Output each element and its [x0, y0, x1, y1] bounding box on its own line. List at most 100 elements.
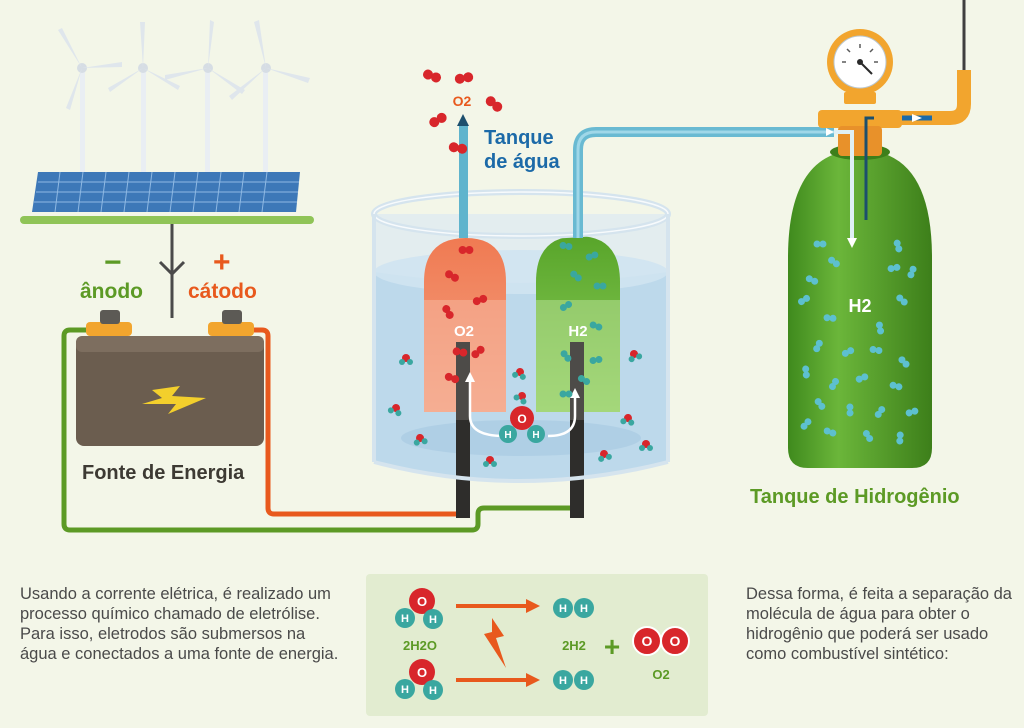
small-molecule-icon [823, 314, 837, 322]
left-description: Usando a corrente elétrica, é realizado … [20, 585, 339, 663]
small-molecule-icon [452, 347, 468, 357]
small-molecule-icon [869, 345, 883, 355]
energy-source-label: Fonte de Energia [82, 462, 245, 484]
small-molecule-icon [448, 142, 468, 154]
small-molecule-icon [577, 375, 591, 385]
panel-cable [158, 224, 186, 318]
small-molecule-icon [585, 251, 599, 261]
small-water-molecule-icon [628, 350, 643, 363]
molecule-letter: O [670, 633, 681, 649]
small-molecule-icon [896, 431, 904, 445]
hydrogen-molecule: H H [553, 670, 594, 690]
small-molecule-icon [814, 398, 826, 410]
hydrogen-tank-label: Tanque de Hidrogênio [750, 486, 960, 508]
small-molecule-icon [823, 427, 837, 437]
wind-turbine-icon [108, 22, 180, 175]
hydrogen-molecule: H H [553, 598, 594, 618]
product-o2-formula: O2 [652, 667, 669, 682]
small-molecule-icon [559, 390, 573, 398]
molecule-letter: H [580, 675, 588, 687]
small-molecule-icon [559, 241, 573, 251]
small-molecule-icon [485, 96, 503, 112]
pressure-gauge-icon [827, 29, 893, 95]
small-molecule-icon [423, 69, 441, 83]
small-molecule-icon [855, 373, 869, 383]
molecule-letter: H [429, 614, 437, 626]
small-molecule-icon [874, 406, 886, 418]
small-water-molecule-icon [399, 354, 413, 365]
h2-chamber-label: H2 [568, 323, 587, 340]
small-molecule-icon [846, 403, 854, 417]
arrow-right-icon [526, 599, 540, 613]
small-molecule-icon [429, 112, 447, 128]
molecules-layer [387, 69, 919, 467]
small-molecule-icon [813, 339, 823, 353]
battery-terminal-positive [208, 310, 254, 336]
small-water-molecule-icon [413, 434, 428, 446]
small-water-molecule-icon [639, 440, 653, 451]
small-molecule-icon [559, 301, 573, 311]
small-molecule-icon [454, 72, 474, 84]
small-molecule-icon [800, 418, 812, 430]
small-water-molecule-icon [512, 368, 526, 380]
wind-turbine-icon [165, 20, 245, 175]
small-molecule-icon [841, 347, 855, 357]
o2-chamber-label: O2 [454, 323, 474, 340]
electrolyzer [371, 189, 671, 518]
equation-diagram: O H H O H H 2H2O H H [395, 588, 690, 700]
water-molecule: O H H [395, 659, 443, 700]
o2-output-label: O2 [453, 93, 472, 109]
arrow-right-icon [526, 673, 540, 687]
wind-turbine-icon [229, 20, 310, 175]
solar-panel-icon [20, 171, 314, 224]
anode-wire [61, 327, 578, 533]
oxygen-molecule: O O [632, 626, 690, 656]
molecule-letter: H [580, 603, 588, 615]
small-molecule-icon [907, 265, 917, 279]
molecule-letter: H [559, 675, 567, 687]
small-molecule-icon [444, 372, 460, 384]
anode-label: ânodo [80, 280, 143, 303]
wind-turbines [58, 20, 310, 175]
small-molecule-icon [828, 377, 840, 391]
small-molecule-icon [570, 270, 582, 282]
small-molecule-icon [875, 321, 885, 335]
molecule-letter: H [401, 613, 409, 625]
small-water-molecule-icon [620, 414, 635, 426]
small-molecule-icon [472, 294, 488, 306]
molecule-letter: H [429, 685, 437, 697]
small-molecule-icon [893, 239, 903, 253]
product-h2-formula: 2H2 [562, 638, 586, 653]
molecule-letter: O [517, 412, 526, 426]
small-molecule-icon [560, 350, 572, 362]
cathode-sign: + [213, 246, 231, 279]
small-molecule-icon [442, 305, 454, 319]
molecule-letter: H [504, 430, 511, 441]
small-molecule-icon [445, 270, 459, 282]
small-water-molecule-icon [513, 392, 527, 405]
water-molecule: O H H [499, 406, 545, 443]
molecule-letter: H [559, 603, 567, 615]
battery-terminal-negative [86, 310, 132, 336]
wind-turbine-icon [58, 28, 122, 175]
small-molecule-icon [589, 355, 603, 365]
right-description: Dessa forma, é feita a separação da molé… [746, 585, 1012, 663]
hydrogen-tank [788, 29, 932, 468]
small-molecule-icon [905, 407, 919, 417]
h2-tank-label: H2 [848, 296, 871, 316]
molecule-letter: O [642, 633, 653, 649]
small-molecule-icon [898, 356, 910, 368]
small-molecule-icon [813, 240, 827, 248]
small-molecule-icon [471, 345, 485, 359]
small-molecule-icon [802, 365, 810, 379]
molecule-letter: H [401, 684, 409, 696]
small-water-molecule-icon [483, 456, 497, 467]
cathode-wire [238, 327, 466, 517]
small-molecule-icon [887, 263, 901, 273]
battery [76, 310, 264, 446]
small-molecule-icon [862, 430, 874, 442]
reactant-formula: 2H2O [403, 638, 437, 653]
small-molecule-icon [589, 321, 603, 331]
molecule-letter: H [532, 430, 539, 441]
anode-sign: − [104, 246, 122, 279]
